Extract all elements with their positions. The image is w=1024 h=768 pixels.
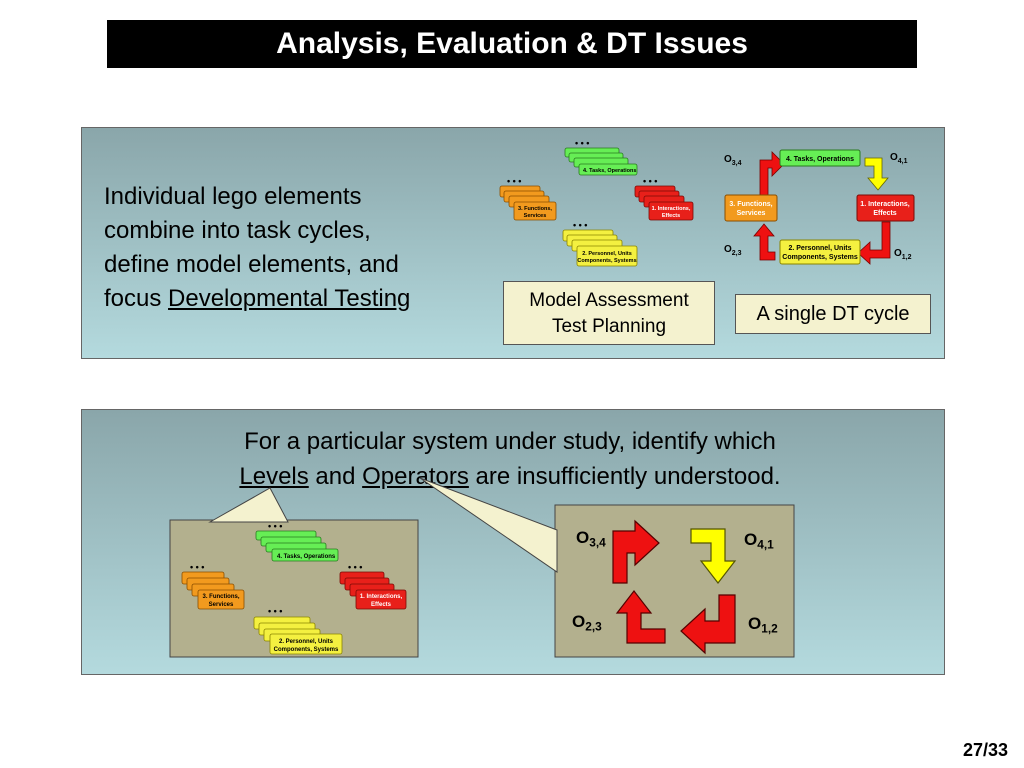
red-lego-stack: • • • 1. Interactions, Effects: [634, 176, 694, 221]
red-lego-stack-bottom: • • • 1. Interactions, Effects: [339, 562, 407, 610]
arrow-o34-icon: [759, 151, 785, 203]
orange-dots-bottom: • • •: [190, 562, 204, 572]
cycle-o12-label: O1,2: [894, 248, 912, 261]
prompt-line-1: For a particular system under study, ide…: [244, 428, 776, 455]
label-o12: O1,2: [748, 614, 778, 636]
yellow-lego-label-2-bottom: Components, Systems: [274, 647, 339, 653]
single-dt-cycle-caption: A single DT cycle: [735, 294, 931, 334]
green-lego-stack: • • • 4. Tasks, Operations: [564, 138, 638, 176]
intro-text: Individual lego elements combine into ta…: [104, 180, 484, 316]
intro-line-4: focus Developmental Testing: [104, 282, 484, 316]
yellow-dots: • • •: [573, 220, 587, 230]
green-dots: • • •: [575, 138, 589, 148]
intro-line-3: define model elements, and: [104, 251, 399, 278]
green-lego-stack-bottom: • • • 4. Tasks, Operations: [255, 521, 339, 562]
cycle-box-functions-2: Services: [737, 210, 766, 217]
intro-line-1: Individual lego elements: [104, 183, 362, 210]
arrow-o41-icon: [864, 157, 889, 191]
red-lego-label-2-bottom: Effects: [371, 602, 392, 608]
orange-dots: • • •: [507, 176, 521, 186]
big-arrow-o34-icon: [612, 519, 660, 584]
cycle-box-interactions-2: Effects: [873, 210, 896, 217]
cycle-box-personnel-1: 2. Personnel, Units: [788, 245, 851, 252]
yellow-lego-label-1: 2. Personnel, Units: [582, 251, 632, 257]
arrow-o12-icon: [857, 221, 891, 265]
cycle-o41-label: O4,1: [890, 152, 908, 165]
orange-lego-label-1: 3. Functions,: [518, 206, 552, 212]
levels-link[interactable]: Levels: [239, 463, 309, 490]
yellow-lego-stack: • • • 2. Personnel, Units Components, Sy…: [562, 220, 638, 267]
cycle-o23-label: O2,3: [724, 244, 742, 257]
yellow-lego-label-1-bottom: 2. Personnel, Units: [279, 639, 334, 645]
label-o41: O4,1: [744, 530, 774, 552]
operators-link[interactable]: Operators: [362, 463, 469, 490]
yellow-lego-label-2: Components, Systems: [577, 258, 636, 264]
arrow-o23-icon: [753, 223, 776, 261]
intro-line-2: combine into task cycles,: [104, 217, 371, 244]
slide-title: Analysis, Evaluation & DT Issues: [107, 20, 917, 68]
study-prompt: For a particular system under study, ide…: [160, 424, 860, 494]
green-lego-front-label: 4. Tasks, Operations: [583, 168, 636, 174]
caption-assessment-line-1: Model Assessment: [529, 290, 689, 311]
operators-cycle: [612, 519, 737, 655]
big-arrow-o23-icon: [615, 590, 666, 644]
orange-lego-label-2-bottom: Services: [209, 602, 234, 608]
yellow-lego-stack-bottom: • • • 2. Personnel, Units Components, Sy…: [253, 606, 343, 655]
cycle-box-tasks: 4. Tasks, Operations: [786, 156, 854, 163]
lego-elements-top: • • • 4. Tasks, Operations • • • 3. Func…: [499, 138, 694, 267]
green-dots-bottom: • • •: [268, 521, 282, 531]
developmental-testing-link[interactable]: Developmental Testing: [168, 285, 411, 312]
orange-lego-stack: • • • 3. Functions, Services: [499, 176, 557, 221]
yellow-dots-bottom: • • •: [268, 606, 282, 616]
cycle-o34-label: O3,4: [724, 154, 742, 167]
green-lego-front-label-bottom: 4. Tasks, Operations: [277, 554, 336, 560]
cycle-box-personnel-2: Components, Systems: [782, 254, 858, 261]
big-arrow-o41-icon: [690, 528, 737, 584]
dt-cycle-diagram: 4. Tasks, Operations 3. Functions, Servi…: [724, 149, 915, 265]
page-number: 27/33: [962, 740, 1008, 760]
red-dots: • • •: [643, 176, 657, 186]
lego-elements-bottom: • • • 4. Tasks, Operations • • • 3. Func…: [181, 521, 407, 655]
cycle-box-functions-1: 3. Functions,: [729, 201, 772, 208]
label-o34: O3,4: [576, 528, 606, 550]
red-dots-bottom: • • •: [348, 562, 362, 572]
intro-prefix: focus: [104, 285, 169, 312]
red-lego-label-2: Effects: [662, 213, 680, 219]
prompt-line-2: Levels and Operators are insufficiently …: [160, 459, 860, 494]
big-arrow-o12-icon: [680, 594, 736, 655]
model-assessment-caption: Model Assessment Test Planning: [503, 281, 715, 345]
slide-title-text: Analysis, Evaluation & DT Issues: [276, 27, 748, 60]
prompt-and: and: [308, 463, 363, 490]
orange-lego-label-2: Services: [524, 213, 547, 219]
prompt-rest: are insufficiently understood.: [468, 463, 781, 490]
cycle-box-interactions-1: 1. Interactions,: [860, 201, 909, 208]
label-o23: O2,3: [572, 612, 602, 634]
red-lego-label-1: 1. Interactions,: [652, 206, 691, 212]
orange-lego-label-1-bottom: 3. Functions,: [202, 594, 239, 600]
red-lego-label-1-bottom: 1. Interactions,: [360, 594, 403, 600]
caption-assessment-line-2: Test Planning: [551, 316, 667, 337]
orange-lego-stack-bottom: • • • 3. Functions, Services: [181, 562, 245, 610]
